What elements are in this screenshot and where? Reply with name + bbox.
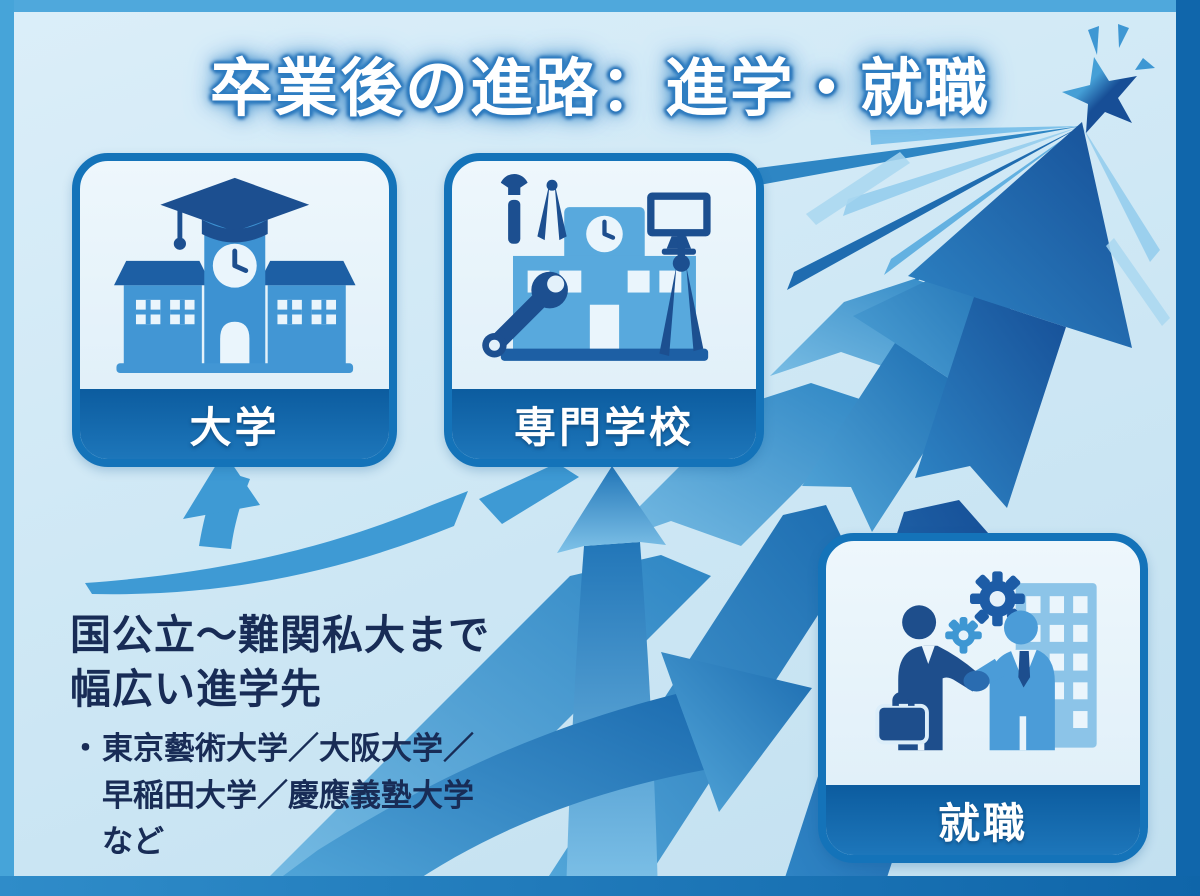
note-bullets: ・ 東京藝術大学／大阪大学／ 早稲田大学／慶應義塾大学 など [70, 726, 550, 866]
frame-bottom [0, 876, 1200, 896]
sparkle-icon [1088, 24, 1155, 70]
businessman-right [973, 610, 1055, 750]
briefcase-icon [875, 691, 929, 744]
motion-streaks [806, 152, 1170, 326]
employment-handshake-icon [834, 549, 1132, 781]
page-title: 卒業後の進路：進学・就職 [210, 54, 990, 124]
note-heading: 国公立～難関私大まで 幅広い進学先 [70, 608, 550, 716]
card-university-banner: 大学 [80, 389, 389, 459]
divider-icon [536, 180, 567, 241]
handshake-hands [963, 670, 990, 692]
card-university-label: 大学 [189, 403, 280, 451]
vocational-school-icon [460, 169, 748, 385]
card-employment-label: 就職 [937, 799, 1028, 847]
note-heading-line2: 幅広い進学先 [70, 666, 322, 713]
frame-top [0, 0, 1200, 12]
card-vocational-label: 専門学校 [513, 403, 694, 451]
arrow-to-university [85, 452, 579, 595]
card-vocational: 専門学校 [444, 153, 764, 467]
large-wrench-icon [481, 272, 568, 358]
frame-left [0, 0, 14, 896]
monitor-icon [646, 192, 711, 256]
note-heading-line1: 国公立～難関私大まで [70, 612, 490, 658]
card-employment-banner: 就職 [826, 785, 1140, 855]
frame-right [1176, 0, 1200, 896]
bullet-line3: など [102, 824, 164, 860]
card-employment: 就職 [818, 533, 1148, 863]
university-building-icon [88, 169, 381, 385]
small-wrench-icon [500, 174, 528, 245]
compass-icon [658, 234, 703, 357]
note-block: 国公立～難関私大まで 幅広い進学先 ・ 東京藝術大学／大阪大学／ 早稲田大学／慶… [70, 608, 550, 866]
bullet-text: 東京藝術大学／大阪大学／ 早稲田大学／慶應義塾大学 など [102, 726, 474, 866]
bullet-line1: 東京藝術大学／大阪大学／ [102, 731, 474, 767]
star-icon [1062, 24, 1155, 133]
gear-icon [945, 571, 1025, 654]
card-university: 大学 [72, 153, 397, 467]
card-vocational-banner: 専門学校 [452, 389, 756, 459]
bullet-line2: 早稲田大学／慶應義塾大学 [102, 777, 474, 813]
bullet-marker: ・ [70, 731, 101, 767]
arrow-to-employment [256, 652, 812, 896]
